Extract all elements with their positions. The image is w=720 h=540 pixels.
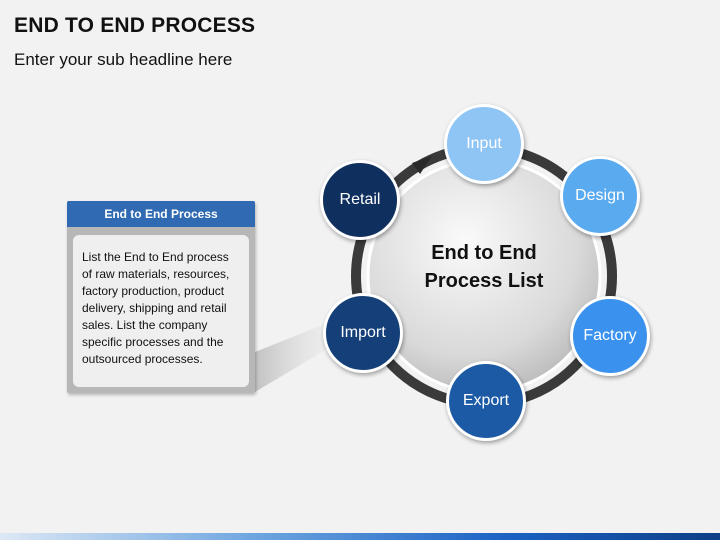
node-export: Export [446,361,526,441]
node-input: Input [444,104,524,184]
panel-body-text: List the End to End process of raw mater… [73,235,249,387]
center-label-line2: Process List [424,270,544,292]
center-label: End to End Process List [409,239,559,295]
page-title: END TO END PROCESS [14,14,256,37]
description-panel: End to End Process List the End to End p… [67,201,255,393]
node-retail: Retail [320,160,400,240]
center-label-line1: End to End [431,242,537,264]
node-design: Design [560,156,640,236]
node-factory: Factory [570,296,650,376]
node-import: Import [323,293,403,373]
footer-accent-bar [0,533,720,540]
page-subtitle: Enter your sub headline here [14,50,233,69]
panel-heading: End to End Process [67,201,255,227]
cycle-arrow-icon [412,156,432,174]
